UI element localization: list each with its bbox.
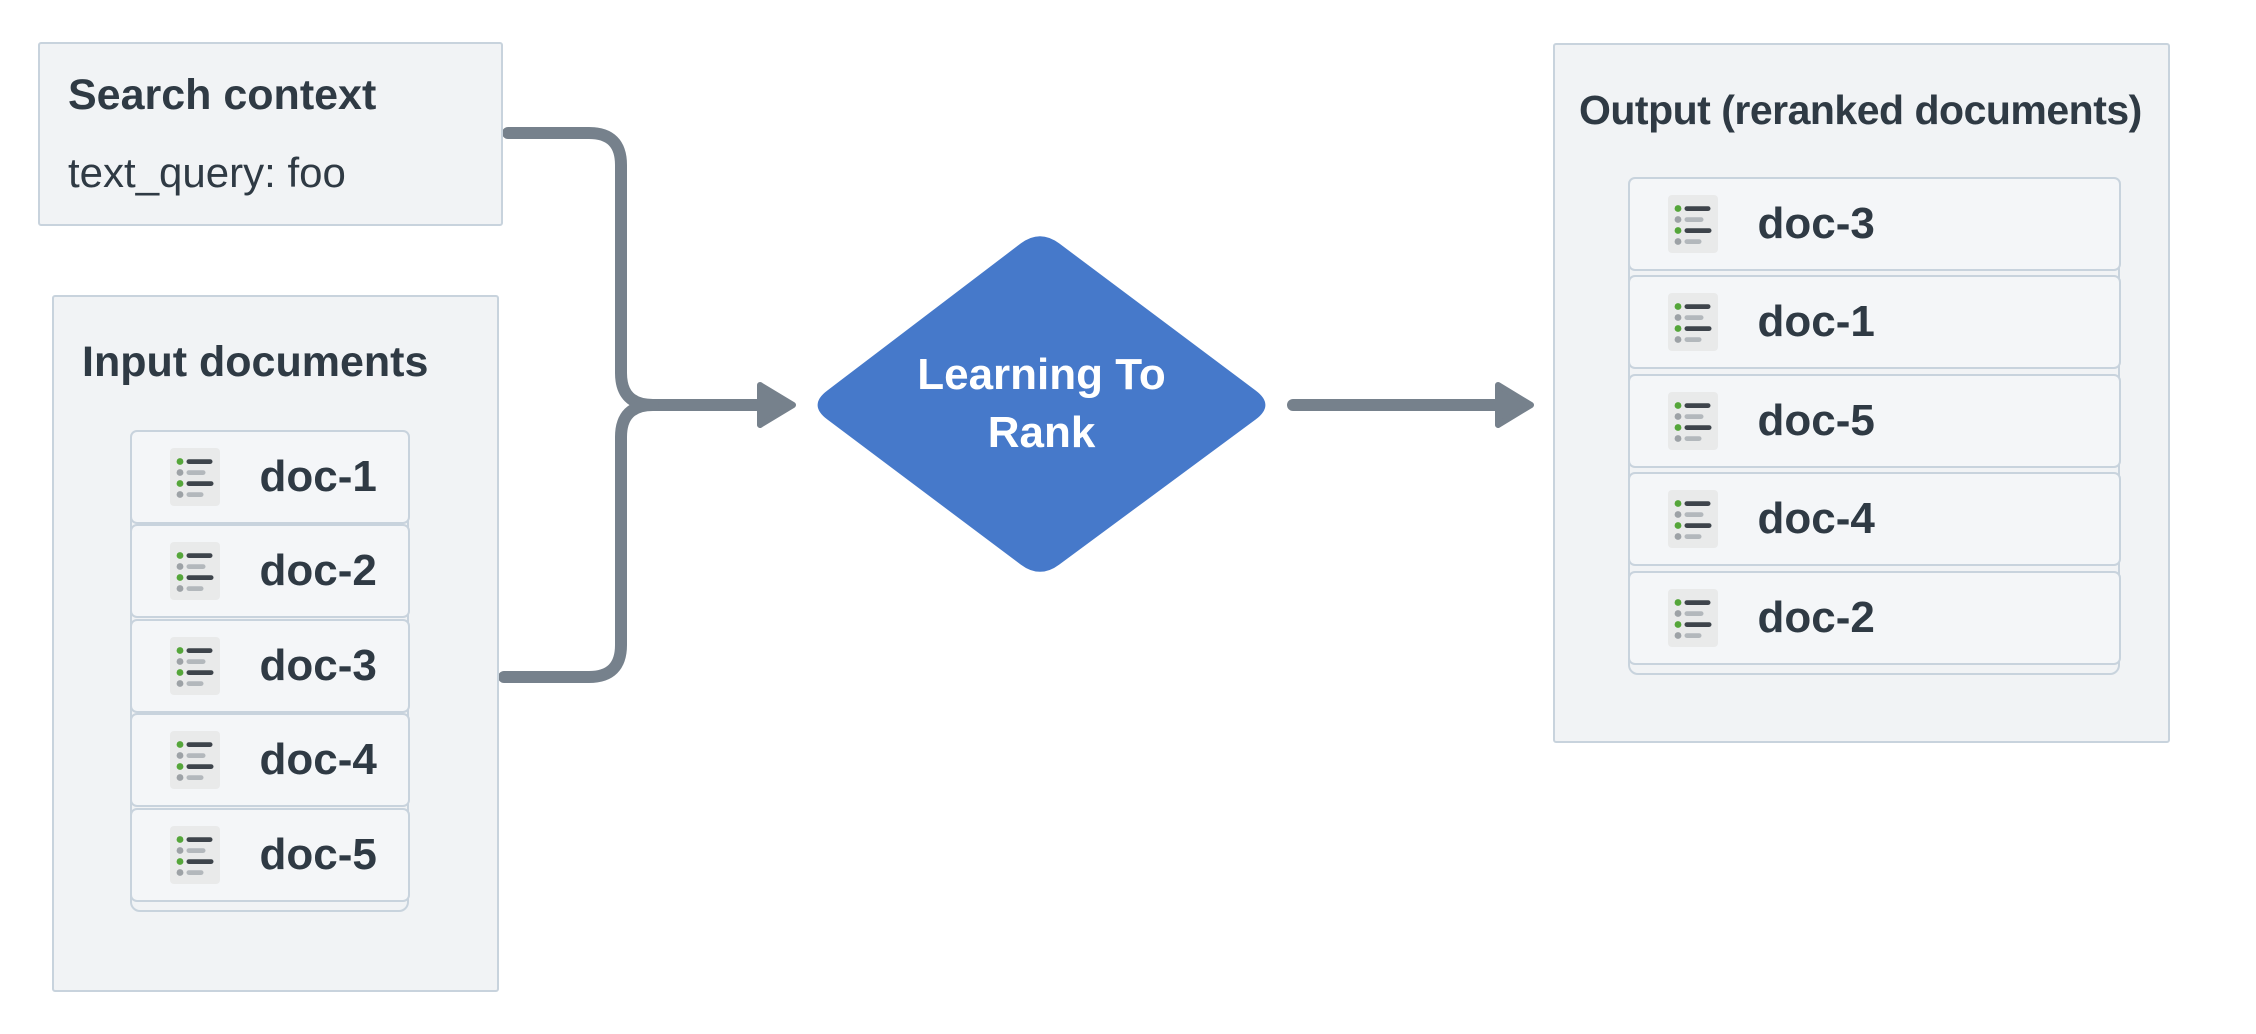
ranker-label: Learning To Rank	[808, 229, 1275, 579]
document-label: doc-2	[1757, 592, 1875, 642]
document-row: doc-3	[1627, 176, 2121, 271]
input-documents-panel: Input documents doc-1	[52, 295, 499, 992]
input-documents-title: Input documents	[82, 338, 429, 386]
document-label: doc-2	[259, 546, 377, 595]
document-label: doc-3	[259, 640, 377, 690]
connector-inputs-to-ranker	[498, 399, 659, 683]
document-row: doc-1	[129, 429, 410, 524]
document-list-icon	[1667, 391, 1718, 450]
arrowhead-into-ranker	[757, 382, 796, 428]
document-row: doc-2	[1627, 570, 2121, 665]
document-list-icon	[1667, 490, 1718, 548]
document-label: doc-1	[259, 451, 377, 501]
document-row: doc-4	[129, 713, 410, 807]
document-label: doc-5	[1757, 395, 1875, 445]
document-label: doc-4	[259, 735, 377, 784]
document-row: doc-1	[1627, 275, 2121, 369]
document-row: doc-5	[129, 807, 410, 902]
output-documents-list: doc-3 doc-1	[1627, 176, 2121, 675]
input-documents-list: doc-1 doc-2	[129, 429, 410, 912]
document-list-icon	[169, 636, 220, 695]
arrowhead-into-output	[1495, 382, 1534, 428]
document-row: doc-4	[1627, 472, 2121, 566]
output-documents-title: Output (reranked documents)	[1579, 87, 2142, 133]
document-row: doc-3	[129, 618, 410, 713]
document-label: doc-3	[1757, 198, 1875, 248]
search-context-title: Search context	[68, 71, 377, 119]
document-row: doc-5	[1627, 373, 2121, 468]
document-list-icon	[169, 825, 220, 884]
document-list-icon	[169, 447, 220, 506]
search-context-panel: Search context text_query: foo	[38, 42, 503, 226]
output-documents-panel: Output (reranked documents)	[1553, 43, 2170, 743]
document-label: doc-5	[259, 829, 377, 879]
document-list-icon	[169, 731, 220, 789]
document-list-icon	[1667, 293, 1718, 351]
document-list-icon	[1667, 588, 1718, 647]
ranker-label-line2: Rank	[987, 408, 1096, 457]
document-list-icon	[1667, 194, 1718, 253]
document-label: doc-4	[1757, 494, 1875, 543]
connector-search-to-ranker	[502, 127, 764, 411]
document-label: doc-1	[1757, 297, 1875, 346]
document-row: doc-2	[129, 524, 410, 618]
search-query-text: text_query: foo	[68, 149, 346, 196]
ranker-label-line1: Learning To	[917, 350, 1166, 399]
document-list-icon	[169, 542, 220, 600]
